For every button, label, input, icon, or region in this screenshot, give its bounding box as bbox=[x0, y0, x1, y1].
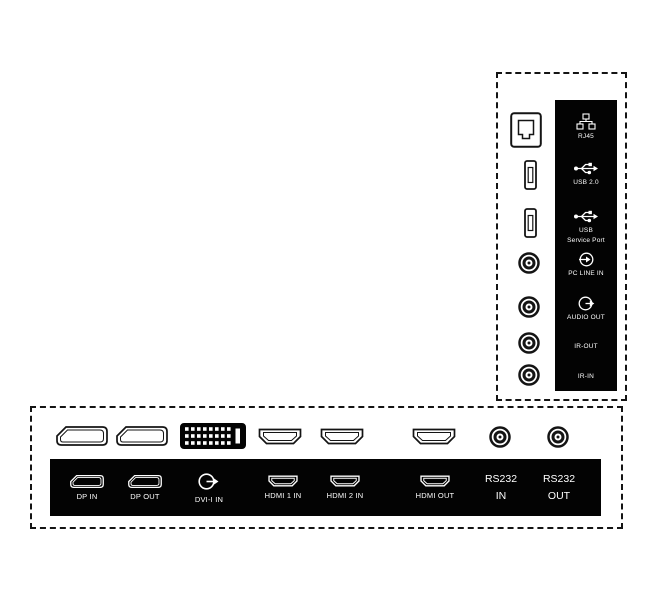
bottom-io-panel: DP IN DP OUT bbox=[30, 406, 623, 529]
port-label: DP OUT bbox=[130, 491, 160, 501]
port-cell-dvi-i-in: DVI-I IN bbox=[177, 459, 241, 516]
audio-jack-drawing bbox=[489, 426, 511, 448]
port-row-ir-out: IR-OUT bbox=[555, 343, 617, 352]
hdmi-icon bbox=[268, 475, 298, 487]
displayport-icon bbox=[128, 474, 162, 488]
port-label: IR-OUT bbox=[574, 343, 598, 350]
port-label: AUDIO OUT bbox=[567, 314, 605, 321]
side-io-panel: RJ45 USB 2.0 bbox=[496, 72, 627, 401]
port-label: HDMI OUT bbox=[415, 491, 455, 500]
hdmi-icon bbox=[330, 475, 360, 487]
audio-jack-drawing bbox=[518, 332, 540, 354]
port-cell-hdmi-1-in: HDMI 1 IN bbox=[251, 459, 315, 516]
dvi-arrow-icon bbox=[197, 472, 221, 491]
port-label: IN bbox=[495, 489, 507, 502]
port-label: USB 2.0 bbox=[573, 179, 599, 186]
port-cell-dp-out: DP OUT bbox=[113, 459, 177, 516]
displayport-connector-drawing bbox=[56, 426, 108, 446]
rj45-connector-drawing bbox=[510, 112, 542, 148]
displayport-connector-drawing bbox=[116, 426, 168, 446]
port-cell-dp-in: DP IN bbox=[55, 459, 119, 516]
displayport-icon bbox=[70, 474, 104, 488]
port-row-usb-2-0: USB 2.0 bbox=[555, 161, 617, 188]
bottom-io-label-panel: DP IN DP OUT bbox=[50, 459, 601, 516]
dvi-connector-drawing bbox=[180, 423, 246, 449]
side-io-label-panel: RJ45 USB 2.0 bbox=[555, 100, 617, 391]
audio-jack-drawing bbox=[518, 296, 540, 318]
port-row-ir-in: IR-IN bbox=[555, 373, 617, 382]
port-cell-hdmi-out: HDMI OUT bbox=[403, 459, 467, 516]
port-cell-hdmi-2-in: HDMI 2 IN bbox=[313, 459, 377, 516]
port-label: HDMI 1 IN bbox=[264, 491, 302, 500]
line-out-icon bbox=[578, 296, 595, 311]
port-cell-rs232-in: RS232 IN bbox=[469, 459, 533, 516]
hdmi-icon bbox=[420, 475, 450, 487]
audio-jack-drawing bbox=[518, 252, 540, 274]
hdmi-connector-drawing bbox=[320, 428, 364, 445]
port-row-audio-out: AUDIO OUT bbox=[555, 296, 617, 323]
port-label: DVI-I IN bbox=[194, 494, 224, 504]
line-in-icon bbox=[578, 252, 595, 267]
ethernet-icon bbox=[576, 113, 596, 130]
port-label: RJ45 bbox=[578, 133, 594, 140]
port-row-usb-service: USB Service Port bbox=[555, 209, 617, 246]
hdmi-connector-drawing bbox=[258, 428, 302, 445]
audio-jack-drawing bbox=[547, 426, 569, 448]
port-label: IR-IN bbox=[577, 373, 595, 380]
port-label: PC LINE IN bbox=[568, 270, 604, 277]
port-label: USB bbox=[579, 227, 593, 234]
port-row-pc-line-in: PC LINE IN bbox=[555, 252, 617, 279]
hdmi-connector-drawing bbox=[412, 428, 456, 445]
port-label: Service Port bbox=[567, 236, 605, 244]
port-cell-rs232-out: RS232 OUT bbox=[527, 459, 591, 516]
port-label: HDMI 2 IN bbox=[326, 491, 364, 500]
port-label: RS232 bbox=[542, 473, 576, 486]
usb-icon bbox=[573, 209, 599, 224]
usb-icon bbox=[573, 161, 599, 176]
audio-jack-drawing bbox=[518, 364, 540, 386]
port-label: RS232 bbox=[484, 473, 518, 486]
usb-connector-drawing bbox=[524, 160, 537, 190]
usb-connector-drawing bbox=[524, 208, 537, 238]
port-label: OUT bbox=[547, 489, 571, 502]
port-row-rj45: RJ45 bbox=[555, 113, 617, 142]
port-label: DP IN bbox=[76, 491, 98, 501]
